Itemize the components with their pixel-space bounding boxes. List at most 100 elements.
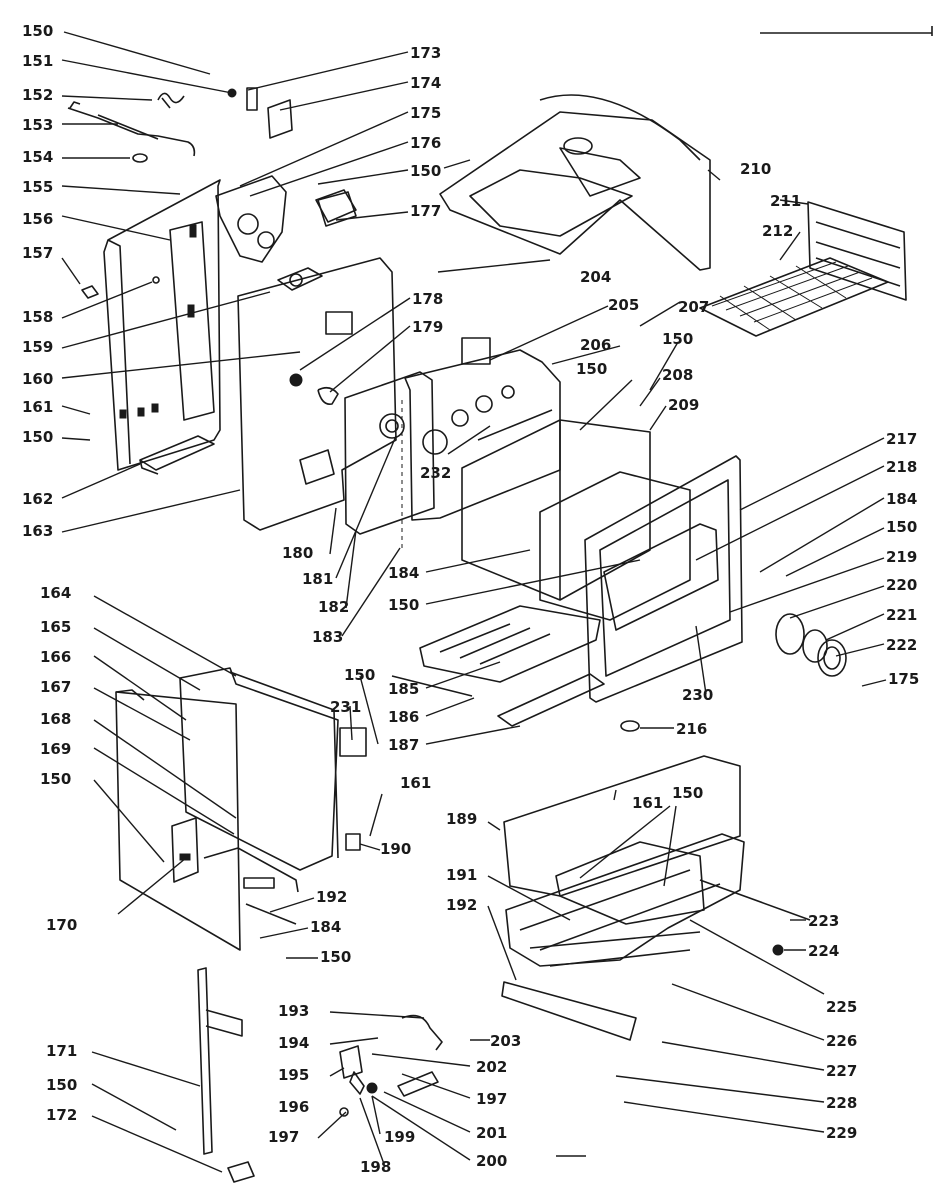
part-label-204: 204 [580,268,611,286]
part-label-150: 150 [672,784,703,802]
part-label-219: 219 [886,548,917,566]
part-label-151: 151 [22,52,53,70]
part-label-167: 167 [40,678,71,696]
part-label-224: 224 [808,942,839,960]
part-label-181: 181 [302,570,333,588]
part-label-223: 223 [808,912,839,930]
part-label-200: 200 [476,1152,507,1170]
part-label-164: 164 [40,584,71,602]
part-label-232: 232 [420,464,451,482]
part-label-187: 187 [388,736,419,754]
part-label-208: 208 [662,366,693,384]
part-label-222: 222 [886,636,917,654]
part-label-176: 176 [410,134,441,152]
part-label-161: 161 [22,398,53,416]
part-label-150: 150 [410,162,441,180]
part-label-161: 161 [400,774,431,792]
part-label-197: 197 [268,1128,299,1146]
part-label-197: 197 [476,1090,507,1108]
part-label-190: 191 [446,866,477,884]
part-label-157: 157 [22,244,53,262]
part-label-150: 150 [344,666,375,684]
part-label-159: 159 [22,338,53,356]
part-label-199: 199 [384,1128,415,1146]
part-label-217: 217 [886,430,917,448]
part-labels: 150 151 152 153 154 155 156 157 158 159 … [22,22,919,1176]
part-label-189: 190 [380,840,411,858]
header-rule [760,26,933,36]
part-label-160: 160 [22,370,53,388]
part-label-205: 205 [608,296,639,314]
part-label-212: 212 [762,222,793,240]
part-label-168: 168 [40,710,71,728]
part-label-153: 153 [22,116,53,134]
part-label-228: 228 [826,1094,857,1112]
part-label-173: 173 [410,44,441,62]
part-label-188: 189 [446,810,477,828]
part-label-211: 211 [770,192,801,210]
part-label-192: 192 [316,888,347,906]
part-label-156: 156 [22,210,53,228]
part-label-150: 150 [576,360,607,378]
part-label-150: 150 [22,22,53,40]
part-label-220: 220 [886,576,917,594]
part-label-172: 172 [46,1106,77,1124]
part-label-150: 150 [22,428,53,446]
part-label-182: 182 [318,598,349,616]
part-label-183: 183 [312,628,343,646]
part-label-206: 206 [580,336,611,354]
part-label-150: 150 [886,518,917,536]
part-label-203: 203 [490,1032,521,1050]
part-label-177: 177 [410,202,441,220]
part-label-227: 227 [826,1062,857,1080]
part-label-150: 150 [662,330,693,348]
part-label-186: 186 [388,708,419,726]
part-label-150: 150 [46,1076,77,1094]
part-label-231: 231 [330,698,361,716]
part-label-207: 207 [678,298,709,316]
part-label-170: 170 [46,916,77,934]
part-label-201: 201 [476,1124,507,1142]
part-label-165: 165 [40,618,71,636]
part-label-210: 210 [740,160,771,178]
part-label-169: 169 [40,740,71,758]
part-label-175: 175 [888,670,919,688]
part-label-184: 184 [388,564,419,582]
part-label-184: 184 [886,490,917,508]
part-label-202: 202 [476,1058,507,1076]
part-label-171: 171 [46,1042,77,1060]
part-label-198: 198 [360,1158,391,1176]
part-label-150: 150 [388,596,419,614]
part-label-226: 226 [826,1032,857,1050]
part-label-218: 218 [886,458,917,476]
part-label-180: 180 [282,544,313,562]
part-label-152: 152 [22,86,53,104]
part-label-178: 178 [412,290,443,308]
part-label-193: 193 [278,1002,309,1020]
part-label-179: 179 [412,318,443,336]
part-label-150: 150 [40,770,71,788]
leader-lines [61,31,887,1173]
part-label-184: 184 [310,918,341,936]
part-label-154: 154 [22,148,53,166]
part-label-195: 195 [278,1066,309,1084]
part-label-175: 175 [410,104,441,122]
part-label-194: 194 [278,1034,309,1052]
part-label-185: 185 [388,680,419,698]
part-label-166: 166 [40,648,71,666]
part-label-162: 162 [22,490,53,508]
part-label-196: 196 [278,1098,309,1116]
part-label-221: 221 [886,606,917,624]
part-label-216: 216 [676,720,707,738]
part-label-158: 158 [22,308,53,326]
part-label-150: 150 [320,948,351,966]
part-label-174: 174 [410,74,441,92]
part-label-225: 225 [826,998,857,1016]
part-label-155: 155 [22,178,53,196]
part-label-161: 161 [632,794,663,812]
part-label-163: 163 [22,522,53,540]
part-drawings [67,87,907,1183]
part-label-209: 209 [668,396,699,414]
part-label-230: 230 [682,686,713,704]
